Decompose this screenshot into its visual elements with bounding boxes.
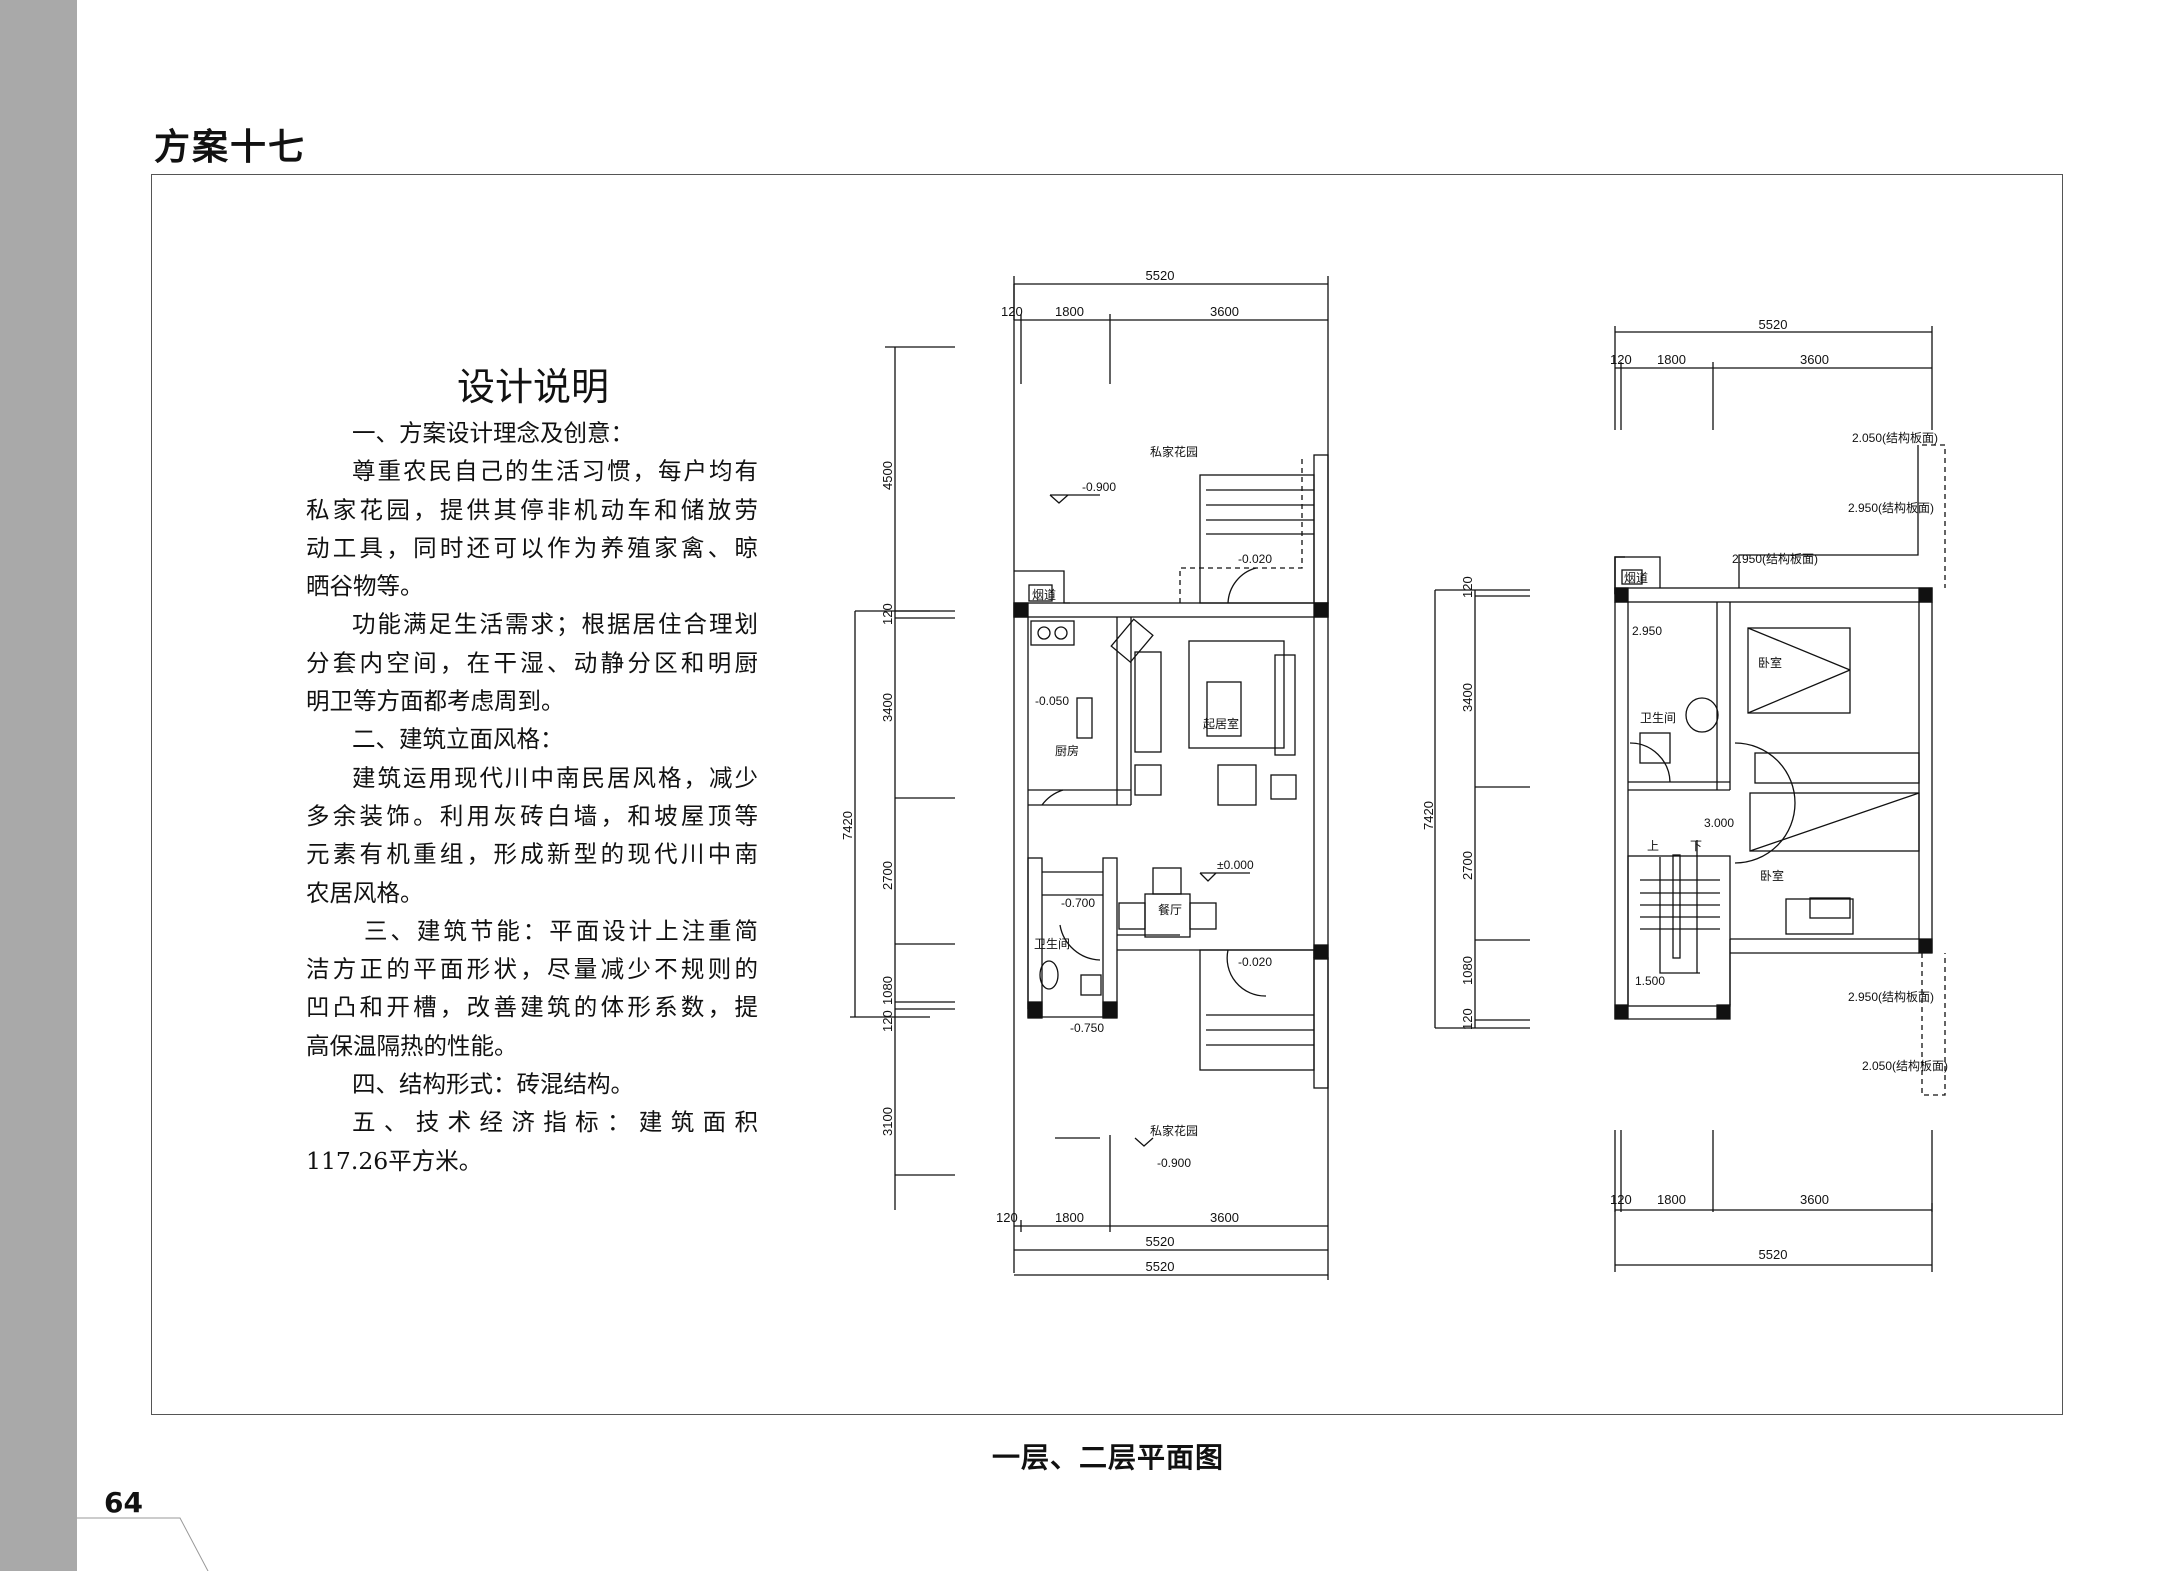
dim-120: 120 [996, 1210, 1018, 1225]
level-hall: 3.000 [1704, 816, 1734, 830]
desc-line: 117.26平方米。 [306, 1146, 483, 1175]
level-kitchen: -0.050 [1035, 694, 1069, 708]
plan-caption: 一层、二层平面图 [991, 1441, 1224, 1474]
desc-line: 动工具，同时还可以作为养殖家禽、晾 [306, 533, 758, 562]
level-entry-back: -0.020 [1238, 955, 1272, 969]
dim-1800: 1800 [1657, 352, 1686, 367]
dim-3600: 3600 [1800, 352, 1829, 367]
level-bath: -0.700 [1061, 896, 1095, 910]
room-garden: 私家花园 [1150, 1123, 1198, 1138]
desc-line: 高保温隔热的性能。 [306, 1031, 518, 1060]
dim-2700: 2700 [1460, 851, 1475, 880]
desc-line: 明卫等方面都考虑周到。 [306, 687, 565, 716]
desc-line: 晒谷物等。 [306, 572, 424, 601]
dim-total: 5520 [1146, 1234, 1175, 1249]
ground-floor-plan [850, 276, 1329, 1280]
dim-7420: 7420 [840, 811, 855, 840]
desc-line: 一、方案设计理念及创意： [352, 419, 634, 447]
level-back: -0.750 [1070, 1021, 1104, 1035]
dim-total: 5520 [1146, 268, 1175, 283]
level-slab: 2.950(结构板面) [1732, 551, 1818, 566]
desc-line: 私家花园，提供其停非机动车和储放劳 [306, 495, 758, 524]
desc-line: 二、建筑立面风格： [352, 725, 564, 754]
desc-line: 多余装饰。利用灰砖白墙，和坡屋顶等 [306, 801, 758, 830]
description-body: 一、方案设计理念及创意： 尊重农民自己的生活习惯，每户均有 私家花园，提供其停非… [306, 414, 758, 1180]
ground-floor-labels: 5520 120 1800 3600 4500 120 3400 2700 10… [840, 268, 1272, 1274]
page-edge-bar [0, 0, 77, 1571]
page-corner-line [77, 1517, 209, 1571]
level-stair: 1.500 [1635, 974, 1665, 988]
desc-line: 分套内空间，在干湿、动静分区和明厨 [306, 648, 758, 677]
desc-line: 五、技术经济指标：建筑面积 [352, 1108, 758, 1137]
level-floor: ±0.000 [1217, 858, 1254, 872]
room-bedroom: 卧室 [1758, 655, 1782, 670]
scheme-title: 方案十七 [154, 127, 307, 168]
level-garden: -0.900 [1082, 480, 1116, 494]
room-bedroom: 卧室 [1760, 868, 1784, 883]
level-slab: 2.050(结构板面) [1852, 430, 1938, 445]
page-number: 64 [104, 1486, 143, 1519]
level-slab: 2.950(结构板面) [1848, 989, 1934, 1004]
dim-3400: 3400 [1460, 683, 1475, 712]
room-flue: 烟道 [1032, 588, 1056, 602]
desc-line: 尊重农民自己的生活习惯，每户均有 [352, 457, 758, 486]
desc-line: 三、建筑节能：平面设计上注重简 [364, 916, 758, 945]
dim-120: 120 [1460, 576, 1475, 598]
description-title: 设计说明 [456, 365, 609, 409]
second-floor-plan [1434, 326, 1946, 1272]
stair-down: 下 [1690, 839, 1702, 853]
desc-line: 建筑运用现代川中南民居风格，减少 [352, 763, 758, 792]
stair-up: 上 [1647, 839, 1659, 853]
level-slab: 2.050(结构板面) [1862, 1058, 1948, 1073]
desc-line: 四、结构形式：砖混结构。 [352, 1070, 634, 1099]
desc-line: 功能满足生活需求；根据居住合理划 [352, 610, 758, 639]
room-living: 起居室 [1203, 716, 1239, 731]
dim-1800: 1800 [1055, 304, 1084, 319]
dim-3600: 3600 [1800, 1192, 1829, 1207]
room-dining: 餐厅 [1158, 902, 1182, 917]
dim-3400: 3400 [880, 693, 895, 722]
drawing-frame [151, 174, 2063, 1415]
desc-line: 凹凸和开槽，改善建筑的体形系数，提 [306, 993, 758, 1022]
level-garden: -0.900 [1157, 1156, 1191, 1170]
dim-total: 5520 [1759, 1247, 1788, 1262]
room-bath: 卫生间 [1034, 937, 1070, 951]
dim-1080: 1080 [880, 976, 895, 1005]
room-flue: 烟道 [1624, 571, 1648, 585]
dim-120: 120 [880, 1010, 895, 1032]
desc-line: 农居风格。 [306, 878, 424, 907]
dim-total: 5520 [1759, 317, 1788, 332]
dim-120: 120 [1460, 1008, 1475, 1030]
dim-3100: 3100 [880, 1107, 895, 1136]
dim-120: 120 [1610, 352, 1632, 367]
room-kitchen: 厨房 [1055, 743, 1079, 758]
dim-3600: 3600 [1210, 304, 1239, 319]
dim-120: 120 [880, 603, 895, 625]
desc-line: 元素有机重组，形成新型的现代川中南 [306, 840, 758, 869]
dim-total: 5520 [1146, 1259, 1175, 1274]
room-garden: 私家花园 [1150, 444, 1198, 459]
desc-line: 洁方正的平面形状，尽量减少不规则的 [306, 955, 758, 984]
dim-1800: 1800 [1657, 1192, 1686, 1207]
level-entry: -0.020 [1238, 552, 1272, 566]
dim-1800: 1800 [1055, 1210, 1084, 1225]
second-floor-labels: 5520 120 1800 3600 120 3400 2700 1080 12… [1421, 317, 1948, 1262]
level-bath: 2.950 [1632, 624, 1662, 638]
dim-120: 120 [1610, 1192, 1632, 1207]
level-slab: 2.950(结构板面) [1848, 500, 1934, 515]
dim-7420: 7420 [1421, 801, 1436, 830]
dim-3600: 3600 [1210, 1210, 1239, 1225]
room-bath: 卫生间 [1640, 711, 1676, 725]
dim-2700: 2700 [880, 861, 895, 890]
dim-1080: 1080 [1460, 956, 1475, 985]
dim-4500: 4500 [880, 461, 895, 490]
dim-120: 120 [1001, 304, 1023, 319]
